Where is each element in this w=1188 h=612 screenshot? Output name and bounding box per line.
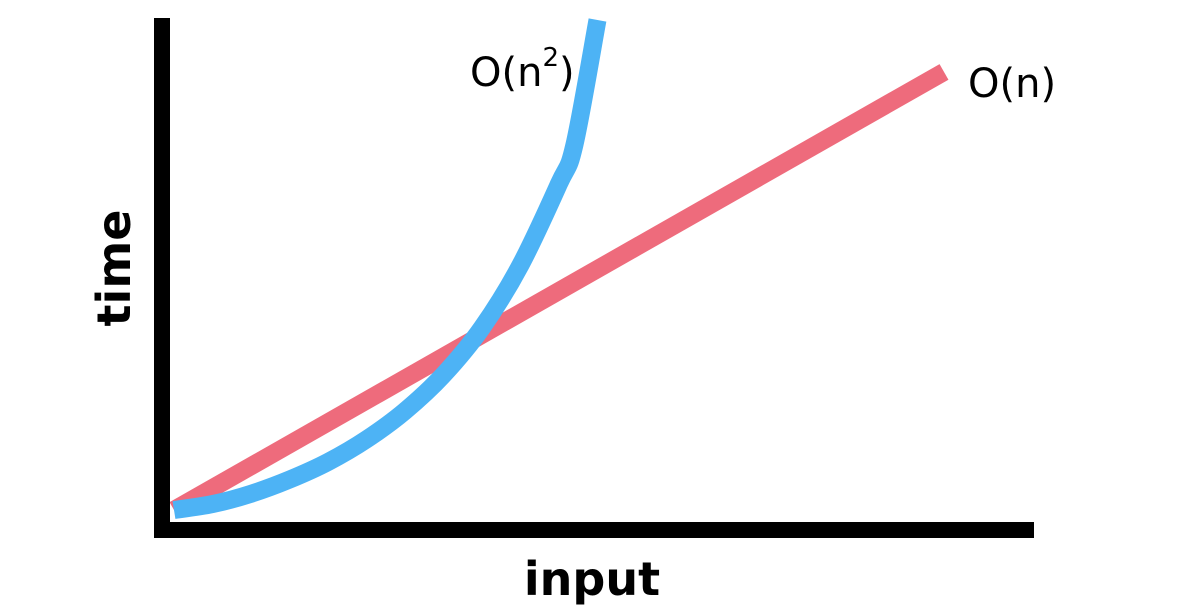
series-label-quadratic-close: ) bbox=[559, 50, 575, 96]
series-label-quadratic-base: O(n bbox=[470, 50, 542, 96]
y-axis-title: time bbox=[87, 210, 141, 327]
series-label-linear-base: O(n bbox=[968, 61, 1040, 107]
series-line-quadratic bbox=[172, 18, 607, 519]
series-layer bbox=[169, 18, 949, 519]
series-label-quadratic: O(n2) bbox=[470, 43, 575, 96]
series-label-linear-close: ) bbox=[1040, 61, 1056, 107]
series-label-quadratic-sup: 2 bbox=[542, 43, 559, 73]
series-label-linear: O(n) bbox=[968, 61, 1056, 107]
x-axis-title: input bbox=[524, 552, 660, 606]
series-line-linear bbox=[169, 64, 949, 518]
